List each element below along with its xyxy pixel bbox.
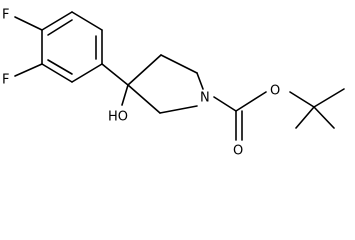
pyrrolidine-ring (127, 54, 204, 114)
carbonyl-double-bond (235, 110, 243, 141)
fluorine-label-top: F (2, 8, 9, 23)
bond-n-carbonyl (213, 96, 237, 112)
bond-aryl-c3 (101, 63, 129, 86)
hydroxyl-label: HO (108, 110, 128, 125)
fluorine-label-left: F (2, 73, 9, 88)
molecule-diagram: F F HO N O O (2, 8, 345, 159)
benzene-ring (41, 11, 103, 83)
bond-carbonyl-ester-o (235, 91, 267, 112)
bond-c3-oh (121, 84, 129, 106)
ester-oxygen-label: O (270, 84, 280, 99)
carbonyl-oxygen-label: O (233, 144, 243, 159)
tert-butyl-group (295, 88, 345, 129)
nitrogen-label: N (200, 91, 210, 106)
bond-c-f-left (14, 63, 43, 77)
bond-c-f-top (14, 16, 43, 31)
bond-o-tbu (289, 91, 315, 108)
